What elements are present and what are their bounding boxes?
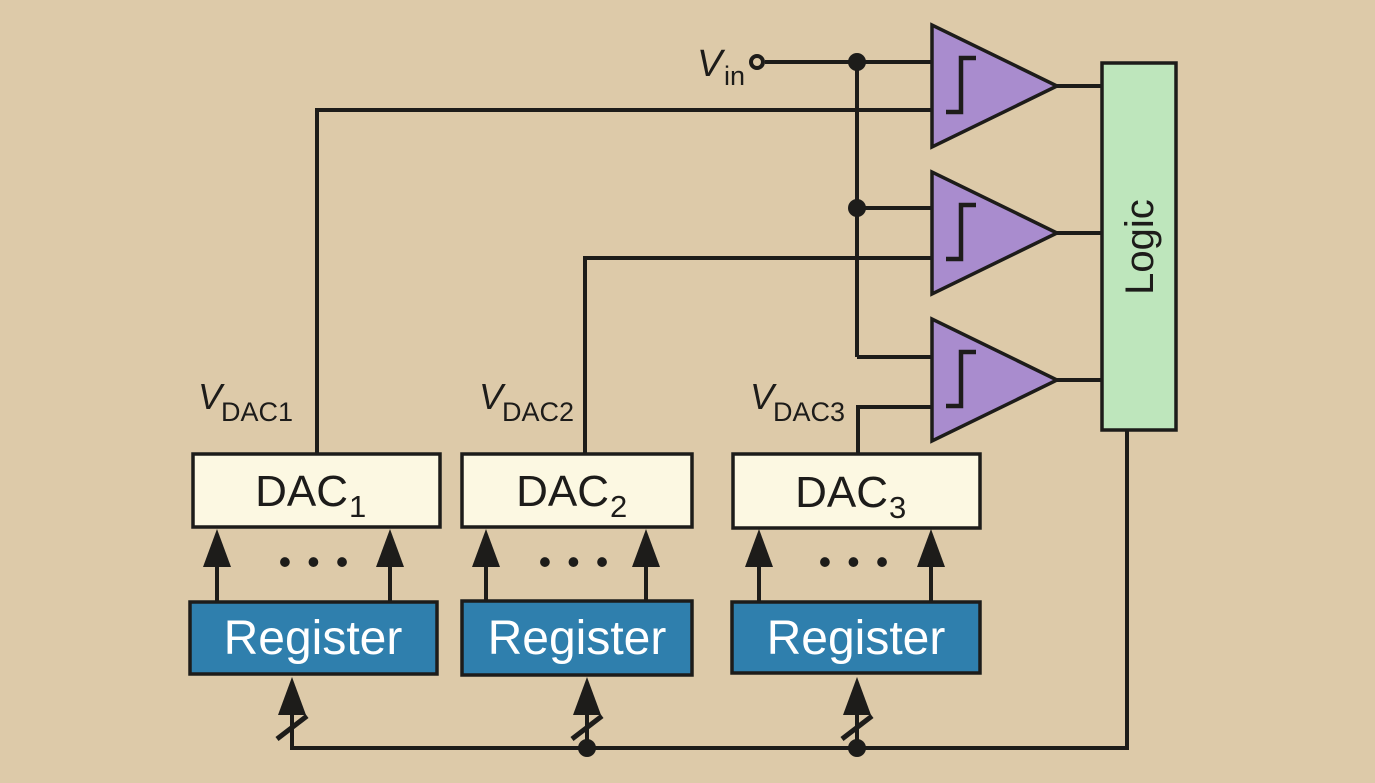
arrowhead-register2-dac2-left <box>472 529 500 567</box>
arrowhead-register1-dac1-left <box>203 529 231 567</box>
register2-label: Register <box>488 612 667 665</box>
register-block-1: Register <box>188 600 439 676</box>
comparator-2-triangle <box>930 169 1061 297</box>
register1-label: Register <box>224 612 403 665</box>
dac1-label: DAC <box>255 467 348 516</box>
logic-block: Logic <box>1100 61 1178 432</box>
dac-block-3: DAC 3 <box>731 452 982 530</box>
arrowhead-bus-register1 <box>278 677 306 715</box>
dac2-label: DAC <box>516 467 609 516</box>
comparator-2 <box>930 169 1061 297</box>
arrowhead-register3-dac3-right <box>917 529 945 567</box>
dac1-box <box>191 452 442 529</box>
dac-block-2: DAC 2 <box>460 452 694 529</box>
junction-dot <box>578 739 596 757</box>
step-function-icon <box>946 349 976 409</box>
comparator-3-triangle <box>930 316 1061 444</box>
vin-terminal-icon <box>749 54 765 70</box>
ellipsis-dots: • • • <box>819 541 892 582</box>
dac1-label-subscript: 1 <box>349 489 366 524</box>
vdac2-label-main: V <box>479 376 506 417</box>
register1-box <box>188 600 439 676</box>
arrowhead-register2-dac2-right <box>632 529 660 567</box>
junction-dots-group <box>578 53 866 757</box>
vin-label: V in <box>697 43 745 91</box>
dac3-label: DAC <box>795 468 888 517</box>
register3-box <box>730 600 982 675</box>
dac2-box <box>460 452 694 529</box>
register-block-3: Register <box>730 600 982 675</box>
junction-dot <box>848 739 866 757</box>
vdac3-label-main: V <box>750 376 777 417</box>
bus-slash-group <box>275 714 874 741</box>
dac-block-1: DAC 1 <box>191 452 442 529</box>
comparator-3 <box>930 316 1061 444</box>
logic-block-box <box>1100 61 1178 432</box>
wire-dac2-feedback <box>583 256 932 454</box>
ellipsis-dots: • • • <box>539 541 612 582</box>
junction-dot <box>848 53 866 71</box>
dac3-box <box>731 452 982 530</box>
wire-dac1-feedback <box>315 108 932 454</box>
step-function-icon <box>946 202 976 262</box>
wire-dac3-feedback <box>856 405 932 454</box>
vdac1-label-subscript: DAC1 <box>221 397 293 427</box>
comparator-1-triangle <box>930 22 1061 150</box>
bus-width-slash-icon <box>840 714 874 741</box>
arrowhead-bus-register2 <box>573 677 601 715</box>
vdac3-label: V DAC3 <box>750 376 845 427</box>
junction-dot <box>848 199 866 217</box>
vdac3-label-subscript: DAC3 <box>773 397 845 427</box>
arrowhead-register3-dac3-left <box>745 529 773 567</box>
step-function-icon <box>946 55 976 115</box>
arrowhead-bus-register3 <box>843 677 871 715</box>
ellipsis-dots: • • • <box>279 541 352 582</box>
register-block-2: Register <box>460 599 694 677</box>
comparator-1 <box>930 22 1061 150</box>
vdac1-label: V DAC1 <box>198 376 293 427</box>
register2-box <box>460 599 694 677</box>
dac2-label-subscript: 2 <box>610 489 627 524</box>
vin-label-subscript: in <box>724 61 745 91</box>
bus-width-slash-icon <box>275 714 309 741</box>
vdac1-label-main: V <box>198 376 225 417</box>
dac3-label-subscript: 3 <box>889 490 906 525</box>
register3-label: Register <box>767 612 946 665</box>
logic-block-label: Logic <box>1118 199 1162 295</box>
bus-width-slash-icon <box>570 714 604 741</box>
vdac2-label-subscript: DAC2 <box>502 397 574 427</box>
arrowheads-group <box>203 529 945 715</box>
vdac2-label: V DAC2 <box>479 376 574 427</box>
arrowhead-register1-dac1-right <box>376 529 404 567</box>
vin-label-main: V <box>697 43 726 85</box>
